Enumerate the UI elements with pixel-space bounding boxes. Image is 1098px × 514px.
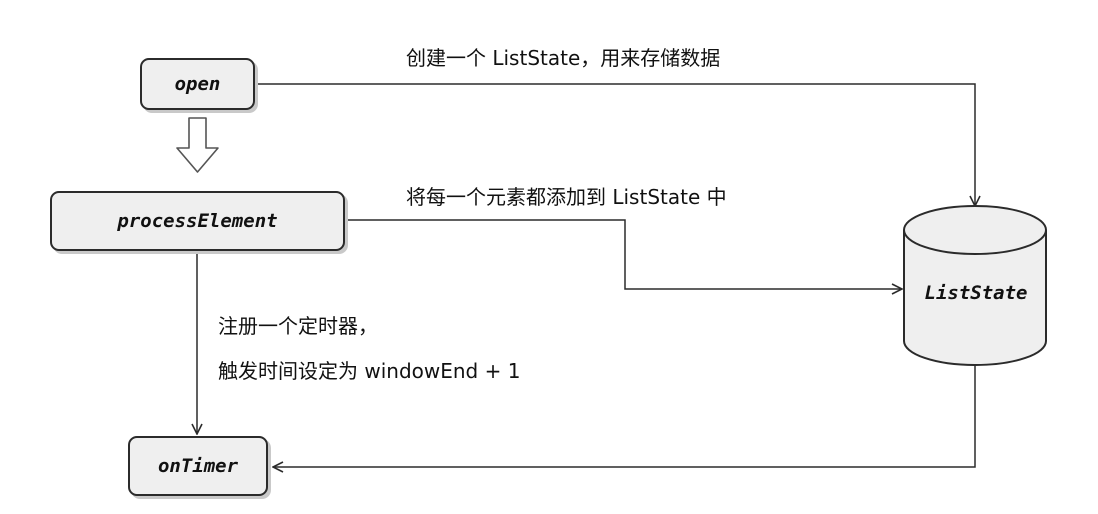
- on-timer-node: onTimer: [128, 436, 268, 496]
- edge-label-add-to-liststate: 将每一个元素都添加到 ListState 中: [406, 185, 727, 209]
- edge-processelement-to-liststate: [345, 219, 902, 289]
- edge-liststate-to-ontimer: [273, 366, 976, 467]
- edge-open-to-liststate: [255, 83, 975, 206]
- edge-label-create-liststate: 创建一个 ListState，用来存储数据: [406, 46, 721, 70]
- process-element-node: processElement: [50, 191, 345, 251]
- liststate-label: ListState: [924, 282, 1028, 304]
- hollow-down-arrow: [176, 117, 219, 173]
- liststate-cylinder: [903, 205, 1047, 366]
- edge-label-register-timer-2: 触发时间设定为 windowEnd + 1: [218, 359, 521, 383]
- edge-label-register-timer-1: 注册一个定时器，: [218, 314, 378, 338]
- open-node: open: [140, 58, 255, 110]
